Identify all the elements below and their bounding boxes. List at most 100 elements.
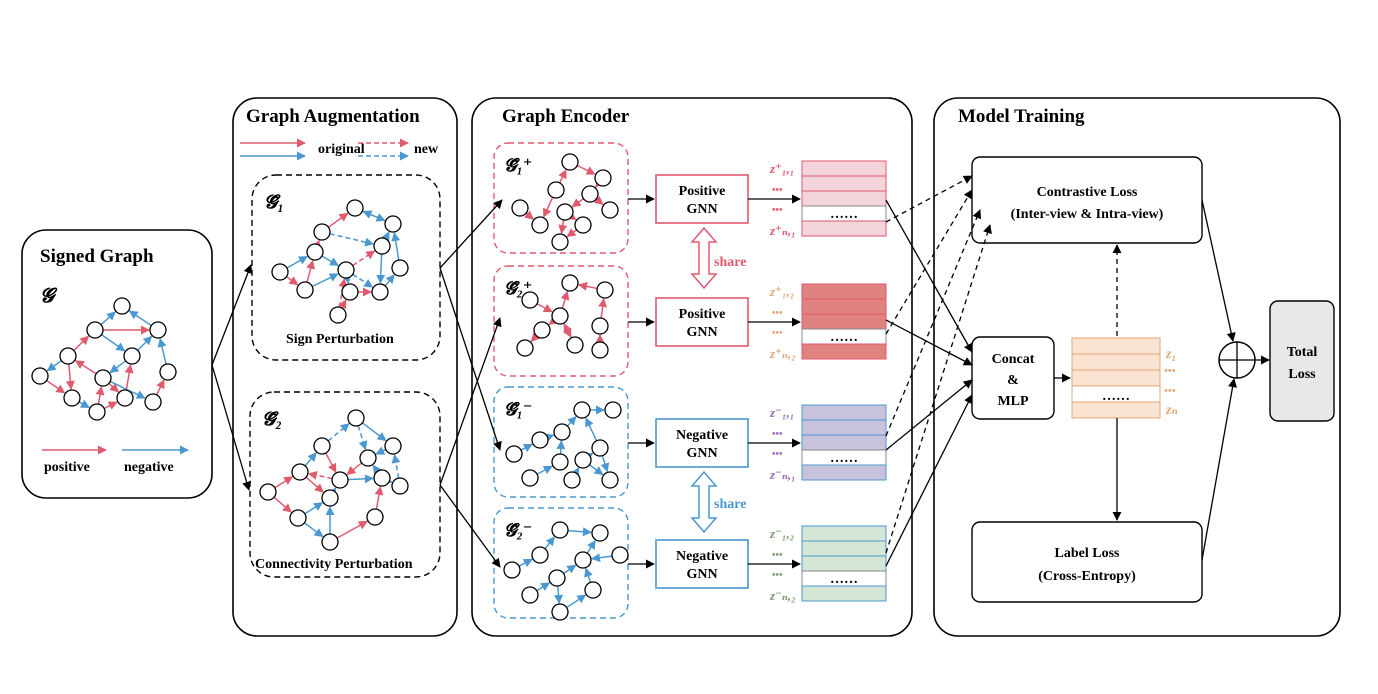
graph-node bbox=[116, 389, 134, 407]
z-dots-top: ••• bbox=[772, 550, 783, 561]
z-dots-top: ••• bbox=[772, 429, 783, 440]
z-dots-top: ••• bbox=[772, 185, 783, 196]
graph-node bbox=[516, 339, 534, 357]
graph-node bbox=[144, 393, 162, 411]
z-dots-top: ••• bbox=[772, 308, 783, 319]
embedding-row bbox=[801, 464, 887, 481]
embedding-ellipsis: …… bbox=[830, 330, 858, 345]
total-loss-line1: Total bbox=[1287, 345, 1318, 360]
graph-node bbox=[611, 546, 629, 564]
concat-embedding-ellipsis: …… bbox=[1102, 389, 1130, 404]
graph-node bbox=[291, 463, 309, 481]
graph-node bbox=[551, 603, 569, 621]
graph-edge bbox=[321, 255, 339, 267]
view1-caption: Sign Perturbation bbox=[286, 332, 394, 347]
graph-edge bbox=[100, 311, 116, 326]
encoder-view-graph bbox=[505, 401, 622, 489]
label-loss-line1: Label Loss bbox=[1055, 546, 1121, 561]
graph-edge bbox=[306, 259, 316, 283]
graph-node bbox=[329, 306, 347, 324]
embedding-row bbox=[801, 555, 887, 572]
graph-edge bbox=[524, 210, 534, 220]
embedding-ellipsis: …… bbox=[830, 207, 858, 222]
graph-node bbox=[306, 243, 324, 261]
graph-edge bbox=[78, 399, 90, 409]
graph-edge bbox=[576, 164, 596, 175]
graph-node bbox=[366, 508, 384, 526]
graph-edge bbox=[567, 527, 592, 537]
graph-node bbox=[359, 449, 377, 467]
concat-embedding-row bbox=[1071, 337, 1161, 355]
arrow-pos2-to-contrastive bbox=[885, 189, 973, 335]
graph-node bbox=[313, 437, 331, 455]
graph-edge bbox=[586, 539, 596, 554]
graph-node bbox=[331, 471, 349, 489]
graph-node bbox=[561, 274, 579, 292]
graph-edge bbox=[101, 333, 126, 352]
graph-node bbox=[551, 307, 569, 325]
graph-edge bbox=[155, 379, 165, 396]
arrow-contrastive-to-sum bbox=[1201, 199, 1236, 342]
graph-node bbox=[521, 586, 539, 604]
embedding-row bbox=[801, 283, 887, 300]
graph-edge bbox=[352, 273, 374, 288]
graph-edge bbox=[329, 233, 375, 247]
graph-node bbox=[551, 521, 569, 539]
gnn-label-line1: Negative bbox=[676, 549, 728, 564]
graph-node bbox=[86, 321, 104, 339]
graph-node bbox=[547, 181, 565, 199]
augmentation-panel bbox=[232, 97, 458, 637]
contrastive-loss-line1: Contrastive Loss bbox=[1037, 185, 1138, 200]
graph-node bbox=[596, 281, 614, 299]
graph-node bbox=[321, 533, 339, 551]
z-first: z₁ bbox=[1165, 347, 1176, 362]
training-title: Model Training bbox=[958, 106, 1085, 127]
graph-edge bbox=[157, 337, 167, 365]
graph-edge bbox=[593, 195, 604, 205]
concat-line3: MLP bbox=[997, 394, 1029, 409]
label-loss-box bbox=[971, 521, 1203, 603]
concat-embedding: …… bbox=[1071, 337, 1161, 419]
graph-edge bbox=[273, 496, 292, 513]
graph-edge bbox=[566, 415, 577, 427]
graph-node bbox=[574, 451, 592, 469]
graph-node bbox=[553, 423, 571, 441]
graph-edge bbox=[577, 281, 598, 291]
graph-node bbox=[591, 341, 609, 359]
graph-node bbox=[548, 569, 566, 587]
share-negative-label: share bbox=[714, 497, 746, 512]
graph-edge bbox=[584, 567, 593, 583]
graph-node bbox=[113, 297, 131, 315]
z-label-bottom: z⁻ₙ,₁ bbox=[769, 467, 796, 482]
graph-edge bbox=[311, 273, 339, 288]
graph-node bbox=[371, 283, 389, 301]
graph-node bbox=[574, 551, 592, 569]
z-label-top: z⁻₁,₁ bbox=[769, 405, 794, 420]
encoder-view-graph bbox=[511, 153, 619, 251]
graph-node bbox=[123, 347, 141, 365]
graph-edge bbox=[600, 455, 610, 473]
arrow-view1-to-neg1 bbox=[439, 267, 502, 451]
concat-embedding-row bbox=[1071, 369, 1161, 387]
arrow-view1-to-pos1 bbox=[439, 199, 503, 269]
encoder-title: Graph Encoder bbox=[502, 106, 630, 127]
graph-node bbox=[531, 431, 549, 449]
graph-node bbox=[591, 524, 609, 542]
z-dots-bottom: ••• bbox=[772, 570, 783, 581]
graph-node bbox=[601, 201, 619, 219]
total-loss-line2: Loss bbox=[1288, 367, 1316, 382]
graph-node bbox=[337, 261, 355, 279]
gnn-box bbox=[655, 539, 749, 589]
graph-edge bbox=[391, 453, 401, 479]
graph-node bbox=[373, 237, 391, 255]
graph-node bbox=[551, 233, 569, 251]
encoder-view-graph bbox=[516, 274, 614, 359]
graph-edge bbox=[536, 303, 553, 313]
z-label-top: z⁺₁,₂ bbox=[769, 284, 794, 299]
graph-edge bbox=[376, 253, 386, 284]
graph-edge bbox=[305, 476, 324, 493]
graph-edge bbox=[585, 417, 598, 442]
graph-edge bbox=[558, 219, 568, 235]
share-positive-label: share bbox=[714, 255, 746, 270]
graph-node bbox=[391, 259, 409, 277]
